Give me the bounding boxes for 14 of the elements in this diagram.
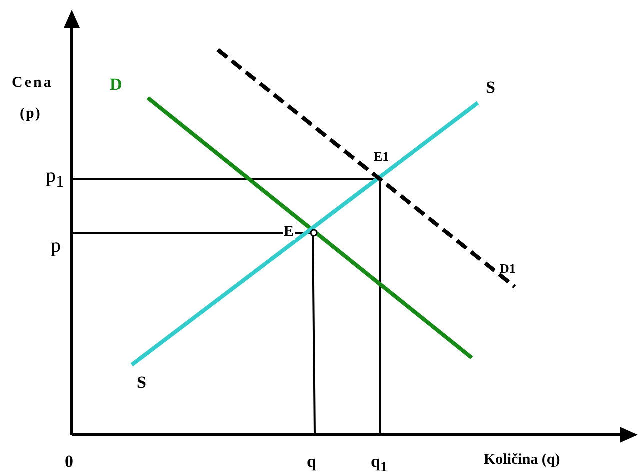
curve-label: S [486,79,496,96]
curve-label: D [110,76,122,93]
tick-label: 0 [65,453,74,470]
point-label: E1 [374,150,390,163]
curve-label: D1 [500,262,516,275]
axis-label: Količina (q) [484,453,560,468]
tick-label: p [51,236,61,256]
tick-label: q [307,453,316,470]
tick-label: p$_{1}$ [46,166,64,191]
axis-label: Cena [12,76,54,91]
tick-label: q$_{1}$ [371,453,388,472]
curve-label: S [137,374,146,391]
axis-label: (p) [20,107,42,122]
point-label: E [283,225,296,240]
